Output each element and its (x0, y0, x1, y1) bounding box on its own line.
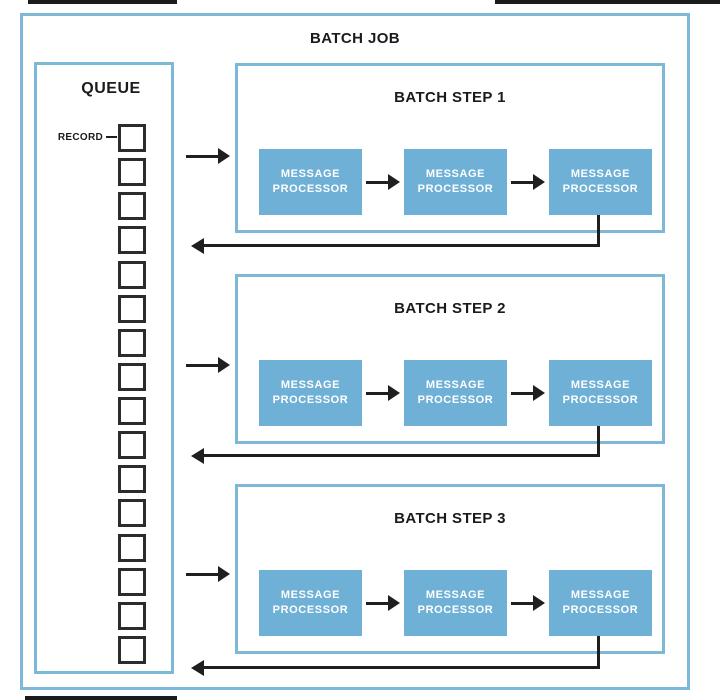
processor-label-line1: MESSAGE (425, 379, 486, 391)
queue-record-8 (118, 362, 146, 391)
step2-message-processor-3: MESSAGE PROCESSOR (549, 360, 652, 426)
processor-label-line1: MESSAGE (425, 168, 486, 180)
processor-label-line1: MESSAGE (280, 168, 341, 180)
queue-record-14 (118, 567, 146, 596)
step1-return-line-horizontal (204, 244, 600, 247)
arrow-shaft (186, 155, 220, 158)
queue-record-12 (118, 499, 146, 528)
crop-artifact-top-right (495, 0, 720, 4)
step1-processor-arrow-2 (511, 174, 545, 191)
processor-label-line1: MESSAGE (570, 168, 631, 180)
arrow-left-icon (191, 238, 204, 254)
step2-processor-arrow-2 (511, 385, 545, 402)
step2-message-processor-1: MESSAGE PROCESSOR (259, 360, 362, 426)
queue-to-step1-arrow (186, 148, 230, 165)
processor-label-line2: PROCESSOR (272, 604, 349, 616)
step2-processor-arrow-1 (366, 385, 400, 402)
record-pointer-line (106, 136, 117, 138)
queue-box: QUEUE RECORD (34, 62, 174, 674)
batch-job-container: BATCH JOB QUEUE RECORD BATCH STEP 1 MESS… (20, 13, 690, 690)
processor-label-line1: MESSAGE (280, 589, 341, 601)
arrow-right-icon (218, 357, 230, 373)
step3-processor-arrow-2 (511, 595, 545, 612)
arrow-shaft (366, 392, 390, 395)
queue-to-step3-arrow (186, 566, 230, 583)
processor-label-line1: MESSAGE (570, 589, 631, 601)
step1-message-processor-2: MESSAGE PROCESSOR (404, 149, 507, 215)
processor-label-line2: PROCESSOR (417, 183, 494, 195)
arrow-right-icon (533, 385, 545, 401)
step3-message-processor-3: MESSAGE PROCESSOR (549, 570, 652, 636)
processor-label-line2: PROCESSOR (272, 394, 349, 406)
queue-record-9 (118, 397, 146, 426)
queue-record-11 (118, 465, 146, 494)
batch-job-title: BATCH JOB (310, 30, 400, 47)
queue-record-6 (118, 294, 146, 323)
arrow-shaft (186, 364, 220, 367)
crop-artifact-top-left (28, 0, 177, 4)
queue-record-15 (118, 601, 146, 630)
queue-record-2 (118, 158, 146, 187)
batch-step-2-box: BATCH STEP 2 MESSAGE PROCESSOR MESSAGE PROC… (235, 274, 665, 444)
arrow-left-icon (191, 448, 204, 464)
processor-label-line2: PROCESSOR (562, 604, 639, 616)
batch-step-3-box: BATCH STEP 3 MESSAGE PROCESSOR MESSAGE PROC… (235, 484, 665, 654)
batch-step-2-title: BATCH STEP 2 (394, 300, 506, 317)
processor-label-line2: PROCESSOR (562, 183, 639, 195)
record-pointer-row: RECORD (47, 129, 117, 145)
step1-message-processor-1: MESSAGE PROCESSOR (259, 149, 362, 215)
queue-record-13 (118, 533, 146, 562)
arrow-right-icon (388, 385, 400, 401)
batch-step-1-box: BATCH STEP 1 MESSAGE PROCESSOR MESSAGE PROC… (235, 63, 665, 233)
step3-processor-arrow-1 (366, 595, 400, 612)
processor-label-line1: MESSAGE (280, 379, 341, 391)
step2-return-line-horizontal (204, 454, 600, 457)
processor-label-line2: PROCESSOR (272, 183, 349, 195)
arrow-right-icon (218, 148, 230, 164)
step2-return-line-vertical (597, 426, 600, 457)
arrow-shaft (186, 573, 220, 576)
arrow-shaft (366, 181, 390, 184)
processor-label-line2: PROCESSOR (417, 604, 494, 616)
arrow-shaft (511, 392, 535, 395)
processor-label-line2: PROCESSOR (562, 394, 639, 406)
queue-record-10 (118, 431, 146, 460)
arrow-shaft (511, 602, 535, 605)
batch-step-1-title: BATCH STEP 1 (394, 89, 506, 106)
record-label: RECORD (57, 131, 103, 143)
processor-label-line1: MESSAGE (425, 589, 486, 601)
processor-label-line2: PROCESSOR (417, 394, 494, 406)
step2-message-processor-2: MESSAGE PROCESSOR (404, 360, 507, 426)
queue-title: QUEUE (81, 80, 141, 97)
step1-return-line-vertical (597, 215, 600, 247)
arrow-right-icon (388, 595, 400, 611)
queue-record-5 (118, 260, 146, 289)
arrow-shaft (366, 602, 390, 605)
step3-message-processor-1: MESSAGE PROCESSOR (259, 570, 362, 636)
step3-message-processor-2: MESSAGE PROCESSOR (404, 570, 507, 636)
step3-return-line-vertical (597, 636, 600, 669)
step1-processor-arrow-1 (366, 174, 400, 191)
queue-record-3 (118, 192, 146, 221)
queue-record-7 (118, 328, 146, 357)
batch-step-3-title: BATCH STEP 3 (394, 510, 506, 527)
arrow-right-icon (533, 174, 545, 190)
arrow-left-icon (191, 660, 204, 676)
step3-return-line-horizontal (204, 666, 600, 669)
queue-to-step2-arrow (186, 357, 230, 374)
arrow-right-icon (218, 566, 230, 582)
arrow-right-icon (533, 595, 545, 611)
arrow-shaft (511, 181, 535, 184)
arrow-right-icon (388, 174, 400, 190)
queue-record-4 (118, 226, 146, 255)
queue-record-1 (118, 124, 146, 152)
queue-record-16 (118, 635, 146, 664)
processor-label-line1: MESSAGE (570, 379, 631, 391)
crop-artifact-bottom-left (25, 696, 177, 700)
step1-message-processor-3: MESSAGE PROCESSOR (549, 149, 652, 215)
